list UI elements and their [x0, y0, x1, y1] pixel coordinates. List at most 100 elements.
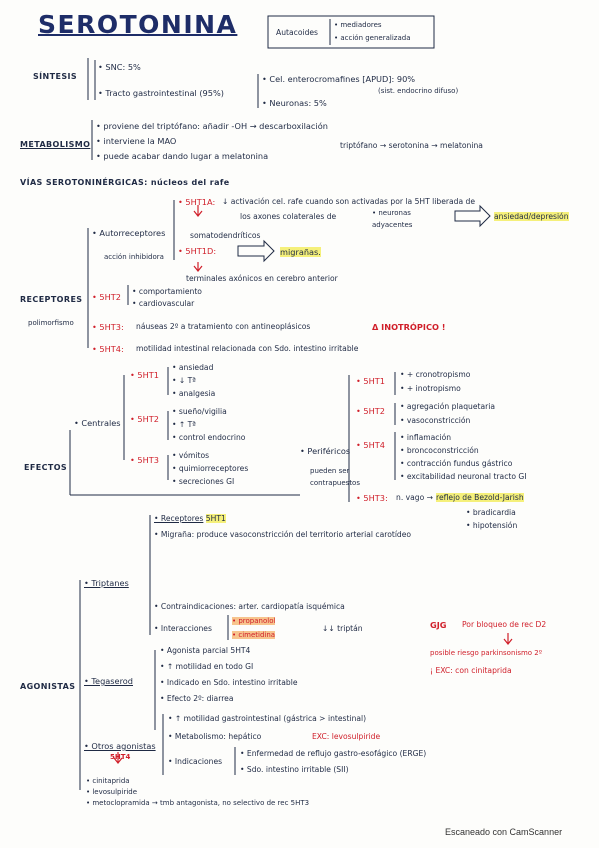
otros-5ht4: 5HT4 [110, 753, 131, 761]
periferico-5ht4: • 5HT4 [356, 440, 386, 450]
rec-5ht1a: • 5HT1A: [178, 197, 216, 207]
periferico-5ht3-item: • hipotensión [466, 521, 518, 530]
inotropico-note: Δ INOTRÓPICO ! [372, 322, 446, 332]
sintesis-heading: SÍNTESIS [33, 72, 78, 81]
rec-5ht2-item: • comportamiento [132, 287, 202, 296]
note-d2: Por bloqueo de rec D2 [462, 620, 547, 629]
sintesis-cel: • Cel. enterocromafines [APUD]: 90% [262, 74, 416, 84]
tegaserod-item: • Agonista parcial 5HT4 [160, 646, 251, 655]
indicacion-item: • Sdo. intestino irritable (SII) [240, 765, 349, 774]
central-5ht2-item: • control endocrino [172, 433, 246, 442]
note-exc: ¡ EXC: con cinitaprida [430, 666, 512, 675]
receptores-heading: RECEPTORES [20, 295, 83, 304]
indicacion-item: • Enfermedad de reflujo gastro-esofágico… [240, 749, 427, 758]
periferico-5ht3-text: n. vago → [396, 493, 434, 502]
rec-5ht1a-adyacentes: adyacentes [372, 221, 413, 229]
sintesis-tracto: • Tracto gastrointestinal (95%) [98, 88, 224, 98]
vias-heading: VÍAS SEROTONINÉRGICAS: núcleos del rafe [20, 178, 230, 187]
agonistas-otros: • Otros agonistas [84, 741, 156, 751]
agonista-list-item: • metoclopramida → tmb antagonista, no s… [86, 799, 310, 807]
triptanes-contraindicaciones: • Contraindicaciones: arter. cardiopatía… [154, 602, 345, 611]
efectos-centrales: • Centrales [74, 418, 121, 428]
perifericos-note: pueden ser [310, 467, 350, 475]
central-5ht2-item: • sueño/vigilia [172, 407, 227, 416]
somatodendriticos: somatodendríticos [190, 231, 261, 240]
central-5ht2: • 5HT2 [130, 414, 160, 424]
tegaserod-item: • ↑ motilidad en todo GI [160, 662, 254, 671]
interaccion-item: • cimetidina [232, 631, 276, 639]
periferico-5ht4-item: • broncoconstricción [400, 446, 479, 455]
note-parkinson: posible riesgo parkinsonismo 2º [430, 649, 543, 657]
migranas: migrañas. [280, 247, 321, 257]
sintesis-snc: • SNC: 5% [98, 62, 141, 72]
efectos-perifericos: • Periféricos [300, 446, 351, 456]
receptores-sub: polimorfismo [28, 319, 74, 327]
periferico-5ht2-item: • vasoconstricción [400, 416, 471, 425]
central-5ht3-item: • vómitos [172, 451, 210, 460]
rec-5ht1a-result: ansiedad/depresión [494, 212, 569, 221]
agonista-list-item: • levosulpiride [86, 788, 138, 796]
rec-5ht3: • 5HT3: [92, 322, 124, 332]
periferico-5ht1: • 5HT1 [356, 376, 386, 386]
note-mark: GJG [430, 620, 447, 630]
scanner-footer: Escaneado con CamScanner [445, 827, 563, 837]
periferico-5ht2-item: • agregación plaquetaria [400, 402, 496, 411]
central-5ht1-item: • ↓ Tª [172, 376, 196, 385]
rec-5ht2-item: • cardiovascular [132, 299, 195, 308]
rec-5ht1a-text2: los axones colaterales de [240, 212, 337, 221]
tegaserod-item: • Efecto 2º: diarrea [160, 694, 234, 703]
periferico-5ht2: • 5HT2 [356, 406, 386, 416]
periferico-5ht1-item: • + cronotropismo [400, 370, 471, 379]
triptanes-migrana: • Migraña: produce vasoconstricción del … [154, 530, 412, 539]
rec-5ht1a-neuronas: • neuronas [372, 209, 411, 217]
periferico-5ht3: • 5HT3: [356, 493, 388, 503]
periferico-5ht1-item: • + inotropismo [400, 384, 461, 393]
central-5ht3-item: • quimiorreceptores [172, 464, 249, 473]
interaccion-item: • propanolol [232, 617, 276, 625]
central-5ht1-item: • ansiedad [172, 363, 214, 372]
agonistas-heading: AGONISTAS [20, 682, 76, 691]
triptanes-receptores: • Receptores 5HT1 [154, 514, 226, 523]
metabolismo-path: triptófano → serotonina → melatonina [340, 141, 483, 150]
interacciones-result: ↓↓ triptán [322, 624, 363, 633]
otros-item: • ↑ motilidad gastrointestinal (gástrica… [168, 714, 367, 723]
triptanes-interacciones: • Interacciones [154, 624, 212, 633]
agonistas-triptanes: • Triptanes [84, 578, 129, 588]
rec-5ht4: • 5HT4: [92, 344, 124, 354]
rec-5ht4-text: motilidad intestinal relacionada con Sdo… [136, 344, 359, 353]
otros-metabolismo: • Metabolismo: hepático [168, 732, 262, 741]
rec-5ht1d: • 5HT1D: [178, 246, 217, 256]
periferico-5ht4-item: • contracción fundus gástrico [400, 459, 513, 468]
reflejo-bezold: reflejo de Bezold-Jarish [436, 493, 524, 502]
agonista-list-item: • cinitaprida [86, 777, 130, 785]
metabolismo-heading: METABOLISMO [20, 140, 91, 149]
accion-inhibidora: acción inhibidora [104, 253, 164, 261]
autorreceptores-label: • Autorreceptores [92, 228, 166, 238]
periferico-5ht4-item: • inflamación [400, 433, 452, 442]
metabolismo-item: • interviene la MAO [96, 136, 177, 146]
central-5ht2-item: • ↑ Tª [172, 420, 196, 429]
central-5ht3: • 5HT3 [130, 455, 160, 465]
sintesis-neuronas: • Neuronas: 5% [262, 98, 327, 108]
autacoides-label: Autacoides [276, 28, 319, 37]
central-5ht3-item: • secreciones GI [172, 477, 235, 486]
central-5ht1-item: • analgesia [172, 389, 216, 398]
otros-exc: EXC: levosulpiride [312, 732, 381, 741]
efectos-heading: EFECTOS [24, 463, 68, 472]
rec-5ht1a-text1: ↓ activación cel. rafe cuando son activa… [222, 197, 476, 206]
periferico-5ht4-item: • excitabilidad neuronal tracto GI [400, 472, 527, 481]
perifericos-note: contrapuestos [310, 479, 360, 487]
sintesis-cel-note: (sist. endocrino difuso) [378, 87, 459, 95]
metabolismo-item: • proviene del triptófano: añadir -OH → … [96, 121, 328, 131]
terminales-axonicos: terminales axónicos en cerebro anterior [186, 274, 338, 283]
metabolismo-item: • puede acabar dando lugar a melatonina [96, 151, 269, 161]
otros-indicaciones: • Indicaciones [168, 757, 223, 766]
rec-5ht3-text: náuseas 2º a tratamiento con antineoplás… [136, 322, 311, 331]
tegaserod-item: • Indicado en Sdo. intestino irritable [160, 678, 298, 687]
rec-5ht2: • 5HT2 [92, 292, 122, 302]
autacoides-item: • mediadores [334, 21, 382, 29]
agonistas-tegaserod: • Tegaserod [84, 676, 133, 686]
autacoides-item: • acción generalizada [334, 34, 411, 42]
